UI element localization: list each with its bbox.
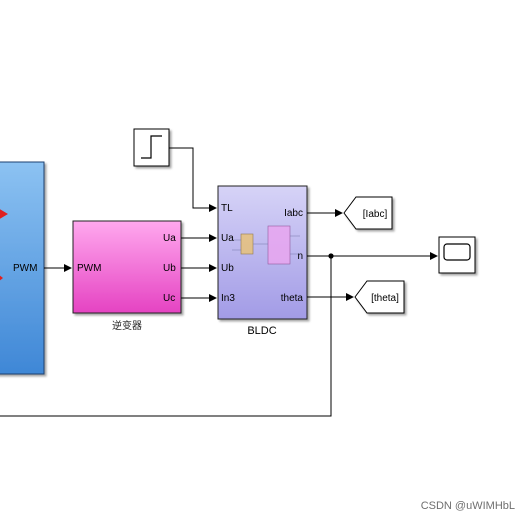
goto-iabc-block[interactable]: [Iabc] bbox=[343, 196, 393, 230]
red-arrow-icon bbox=[0, 209, 8, 219]
inverter-output-port-uc: Uc bbox=[163, 293, 175, 304]
branch-point bbox=[328, 253, 334, 259]
inverter-output-port-ua: Ua bbox=[163, 233, 176, 244]
motor-subsystem-icon bbox=[232, 225, 300, 265]
scope-block[interactable] bbox=[438, 236, 476, 274]
inverter-block[interactable]: PWM Ua Ub Uc bbox=[72, 220, 182, 314]
signal-line-n-feedback bbox=[0, 256, 332, 417]
bldc-input-port-ua: Ua bbox=[221, 233, 234, 244]
inverter-block-name: 逆变器 bbox=[112, 319, 142, 332]
scope-icon bbox=[443, 243, 471, 261]
inverter-output-port-ub: Ub bbox=[163, 263, 176, 274]
bldc-motor-block[interactable]: TL Ua Ub In3 Iabc n theta bbox=[217, 185, 308, 320]
bldc-block-name: BLDC bbox=[247, 325, 276, 337]
pwm-generator-block[interactable]: PWM bbox=[0, 161, 45, 375]
step-icon bbox=[141, 135, 162, 159]
goto-theta-tag: [theta] bbox=[371, 293, 399, 304]
bldc-input-port-tl: TL bbox=[221, 203, 233, 214]
goto-iabc-tag: [Iabc] bbox=[363, 209, 388, 220]
bldc-input-port-in3: In3 bbox=[221, 293, 235, 304]
pwm-generator-output-label: PWM bbox=[13, 263, 37, 274]
step-block[interactable] bbox=[133, 128, 170, 167]
signal-line-step-to-tl bbox=[169, 147, 217, 212]
bldc-output-port-theta: theta bbox=[281, 293, 304, 304]
watermark: CSDN @uWIMHbL bbox=[420, 500, 515, 512]
goto-theta-block[interactable]: [theta] bbox=[354, 280, 405, 314]
bldc-input-port-ub: Ub bbox=[221, 263, 234, 274]
red-arrow-icon bbox=[0, 275, 3, 281]
bldc-output-port-iabc: Iabc bbox=[284, 208, 303, 219]
inverter-input-port-pwm: PWM bbox=[77, 263, 101, 274]
bldc-output-port-n: n bbox=[297, 251, 303, 262]
